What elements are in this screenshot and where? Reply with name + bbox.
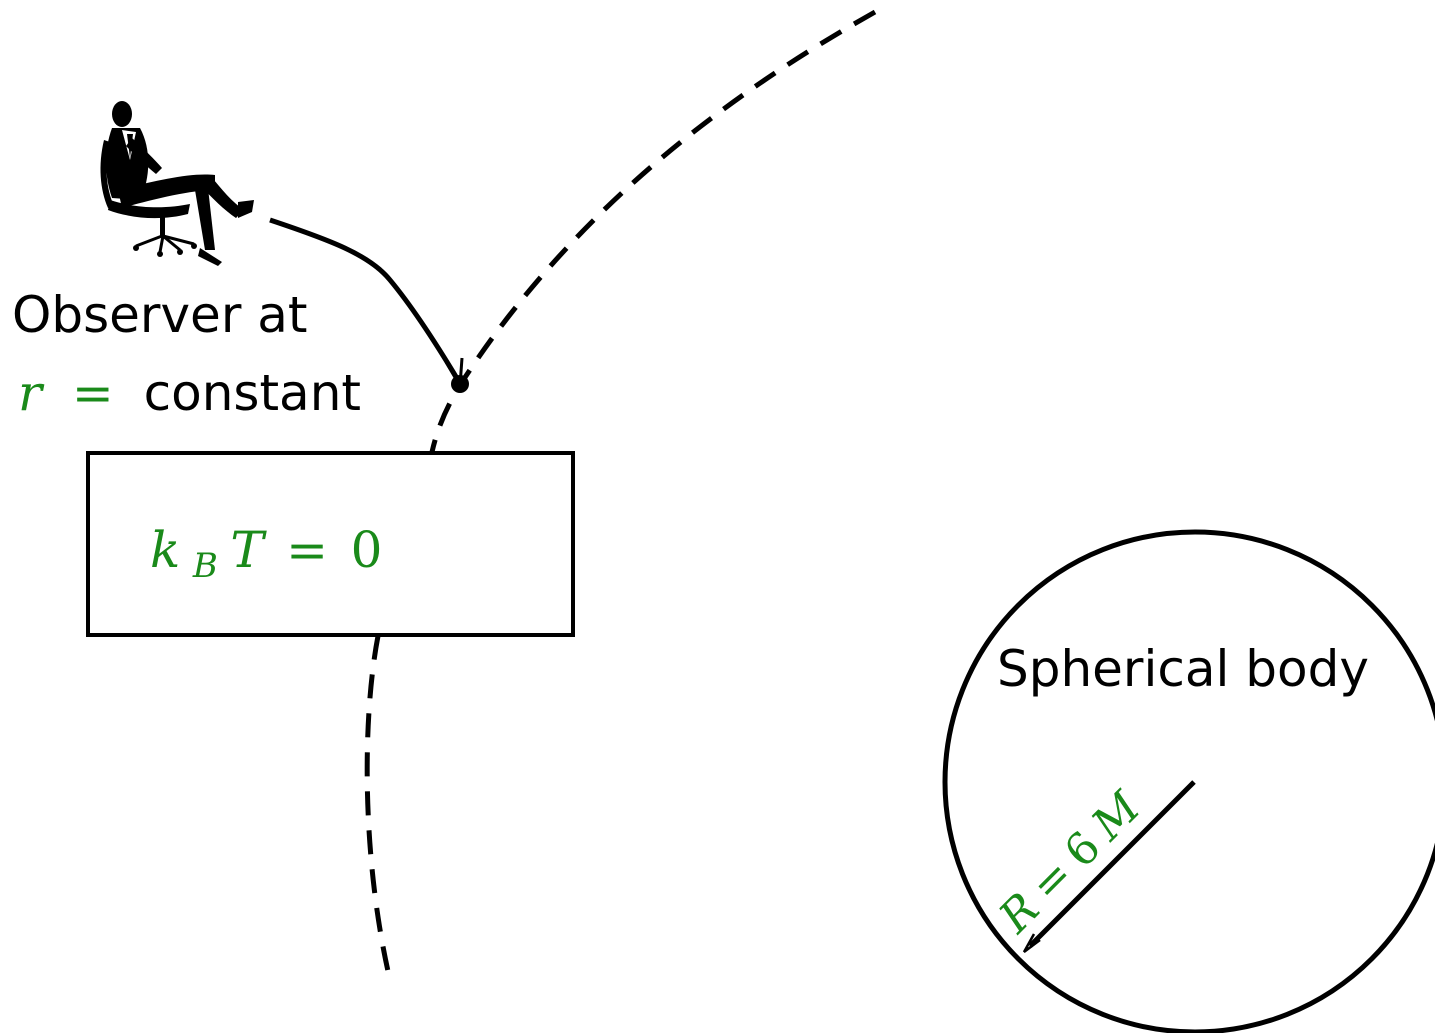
radius-label: R = 6 M (989, 782, 1151, 944)
observer-equals: = (72, 364, 114, 422)
temperature-box (86, 451, 575, 637)
boltzmann-subscript: B (192, 546, 218, 586)
dashed-trajectory-upper (429, 9, 877, 453)
radius-M: M (1082, 782, 1151, 851)
temperature-equals: = (286, 521, 328, 579)
observer-constant-word: constant (144, 364, 361, 422)
observer-r-variable: r (18, 364, 45, 422)
temperature-equation: k B T = 0 (150, 521, 382, 588)
intersection-dot (451, 375, 469, 393)
boltzmann-k: k (150, 521, 180, 579)
seated-man-in-chair-icon (100, 101, 254, 266)
radius-line (1028, 780, 1196, 948)
observer-label-line2: r = constant (18, 364, 361, 422)
observer-label-line1: Observer at (12, 286, 308, 344)
temperature-T: T (230, 521, 267, 579)
spherical-body-label: Spherical body (997, 640, 1369, 698)
spherical-body-circle (942, 529, 1435, 1033)
temperature-zero: 0 (351, 521, 383, 579)
dashed-trajectory-lower (364, 635, 393, 981)
radius-arrowhead (1022, 933, 1041, 953)
observer-pointer-arrow (269, 217, 461, 382)
